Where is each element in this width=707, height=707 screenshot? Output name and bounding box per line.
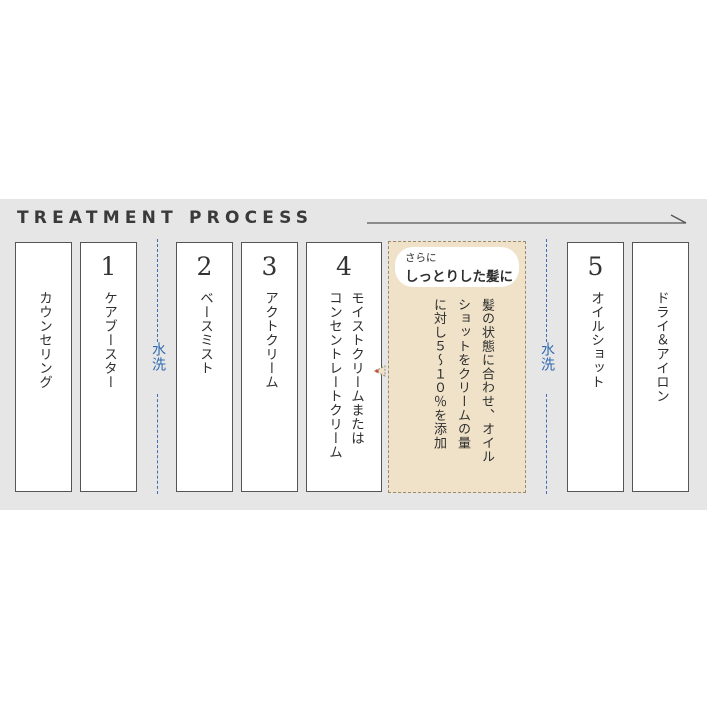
step-2-number: 2	[196, 252, 213, 281]
treatment-process-panel: TREATMENT PROCESS カウンセリング 1 ケアブースター 水洗 2…	[0, 199, 707, 510]
wash-dash-top	[546, 239, 547, 342]
step-4-number: 4	[336, 252, 352, 281]
header-arrow-line	[367, 214, 687, 224]
step-1-label: ケアブースター	[101, 291, 117, 389]
step-2-label: ベースミスト	[197, 291, 213, 375]
step-counseling-card: カウンセリング	[15, 242, 72, 492]
step-counseling-label: カウンセリング	[36, 291, 52, 389]
note-line-3: に対し５～１０％を添加	[431, 298, 446, 450]
wash-dash-bottom	[157, 394, 158, 494]
oil-shot-addition-note: さらに しっとりした髪に 髪の状態に合わせ、オイル ショットをクリームの量 に対…	[388, 241, 526, 493]
step-3-card: 3 アクトクリーム	[241, 242, 298, 492]
pointer-arrow-icon	[373, 365, 386, 377]
note-line-1: 髪の状態に合わせ、オイル	[479, 298, 494, 464]
bubble-small-text: さらに	[405, 252, 437, 264]
step-3-label: アクトクリーム	[262, 291, 278, 389]
wash-label: 水洗	[536, 342, 558, 372]
wash-label: 水洗	[147, 342, 169, 372]
step-3-number: 3	[261, 252, 278, 281]
step-4-card: 4 モイストクリームまたは コンセントレートクリーム	[306, 242, 382, 492]
step-1-number: 1	[100, 252, 117, 281]
section-title: TREATMENT PROCESS	[17, 208, 314, 228]
step-1-card: 1 ケアブースター	[80, 242, 137, 492]
step-5-card: 5 オイルショット	[567, 242, 624, 492]
step-4-label-line2: コンセントレートクリーム	[326, 291, 342, 459]
bubble-main-text: しっとりした髪に	[405, 269, 513, 285]
step-5-number: 5	[587, 252, 604, 281]
wash-step-2: 水洗	[535, 239, 559, 495]
note-line-2: ショットをクリームの量	[455, 298, 470, 450]
step-dry-iron-label: ドライ＆アイロン	[653, 291, 669, 403]
step-2-card: 2 ベースミスト	[176, 242, 233, 492]
step-5-label: オイルショット	[588, 291, 604, 389]
wash-dash-top	[157, 239, 158, 342]
speech-bubble: さらに しっとりした髪に	[395, 247, 519, 287]
step-dry-iron-card: ドライ＆アイロン	[632, 242, 689, 492]
step-4-label-line1: モイストクリームまたは	[348, 291, 364, 445]
wash-dash-bottom	[546, 394, 547, 494]
wash-step-1: 水洗	[146, 239, 170, 495]
